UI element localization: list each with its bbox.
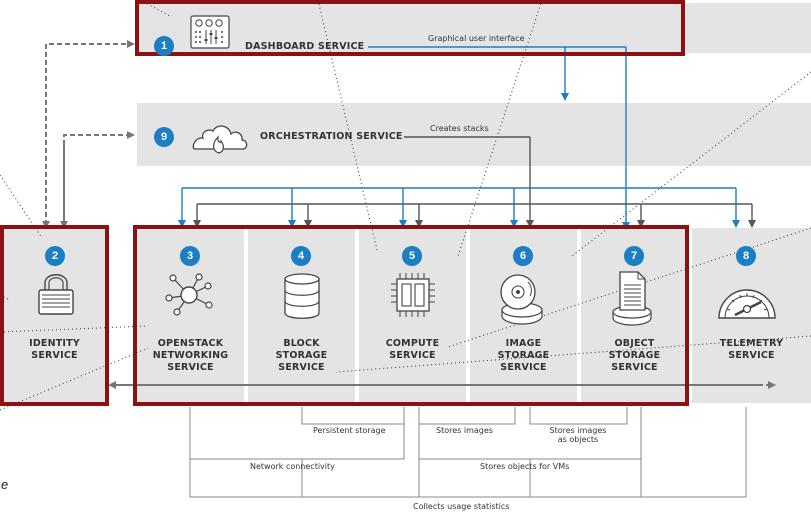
object-storage-service-label: OBJECT STORAGE SERVICE [581,338,688,374]
compute-service-label: COMPUTE SERVICE [359,338,466,362]
step-number-badge: 2 [45,246,65,266]
service-label-line: IMAGE [505,338,542,349]
identity-dashed-arrows [42,40,776,389]
label-line: Stores images [549,426,607,435]
step-number-badge: 1 [154,36,174,56]
dashboard-highlight [135,0,685,56]
network-hub-icon [165,272,213,318]
label-line: as objects [557,435,599,444]
orchestration-service-title: ORCHESTRATION SERVICE [260,131,403,142]
step-number-badge: 7 [624,246,644,266]
service-label-line: SERVICE [611,362,658,373]
graphical-ui-label: Graphical user interface [428,34,525,43]
step-number-badge: 8 [736,246,756,266]
orchestration-band [137,103,811,166]
service-label-line: SERVICE [728,350,775,361]
step-number-badge: 5 [402,246,422,266]
bottom-brackets [189,407,747,498]
service-label-line: COMPUTE [385,338,440,349]
stores-images-as-objects-label: Stores images as objects [542,426,614,444]
step-number-badge: 3 [180,246,200,266]
dashboard-service-title: DASHBOARD SERVICE [245,41,365,52]
network-connectivity-label: Network connectivity [250,462,335,471]
dashboard-band [137,3,811,53]
collects-usage-statistics-label: Collects usage statistics [413,502,510,511]
annotation-dotted-lines [0,0,811,411]
persistent-storage-label: Persistent storage [313,426,386,435]
service-label-line: IDENTITY [29,338,80,349]
database-icon [282,272,322,320]
document-stack-icon [610,270,656,328]
service-label-line: SERVICE [389,350,436,361]
service-label-line: NETWORKING [152,350,229,361]
identity-highlight [0,225,109,406]
cloud-fire-icon [187,115,249,155]
dashboard-panel-icon [190,15,230,49]
service-label-line: OBJECT [614,338,655,349]
service-label-line: SERVICE [31,350,78,361]
orchestration-gray-lines [193,136,756,228]
padlock-icon [36,272,76,316]
service-label-line: STORAGE [275,350,328,361]
step-number-badge: 4 [291,246,311,266]
stores-objects-for-vms-label: Stores objects for VMs [480,462,570,471]
disk-image-icon [498,270,548,328]
step-number-badge: 9 [154,127,174,147]
image-storage-service-label: IMAGE STORAGE SERVICE [470,338,577,374]
block-storage-service-label: BLOCK STORAGE SERVICE [248,338,355,374]
service-label-line: OPENSTACK [157,338,224,349]
networking-service-label: OPENSTACK NETWORKING SERVICE [137,338,244,374]
service-label-line: SERVICE [500,362,547,373]
service-label-line: SERVICE [167,362,214,373]
creates-stacks-label: Creates stacks [430,124,489,133]
gauge-icon [715,280,779,320]
service-label-line: BLOCK [283,338,320,349]
service-label-line: SERVICE [278,362,325,373]
truncated-caption-text: e [1,477,9,492]
core-services-highlight [133,225,689,406]
service-label-line: TELEMETRY [719,338,784,349]
cpu-chip-icon [390,272,436,318]
dashboard-blue-lines [178,46,740,230]
step-number-badge: 6 [513,246,533,266]
service-label-line: STORAGE [497,350,550,361]
identity-service-label: IDENTITY SERVICE [3,338,106,362]
service-label-line: STORAGE [608,350,661,361]
stores-images-label: Stores images [436,426,493,435]
telemetry-service-label: TELEMETRY SERVICE [692,338,811,362]
